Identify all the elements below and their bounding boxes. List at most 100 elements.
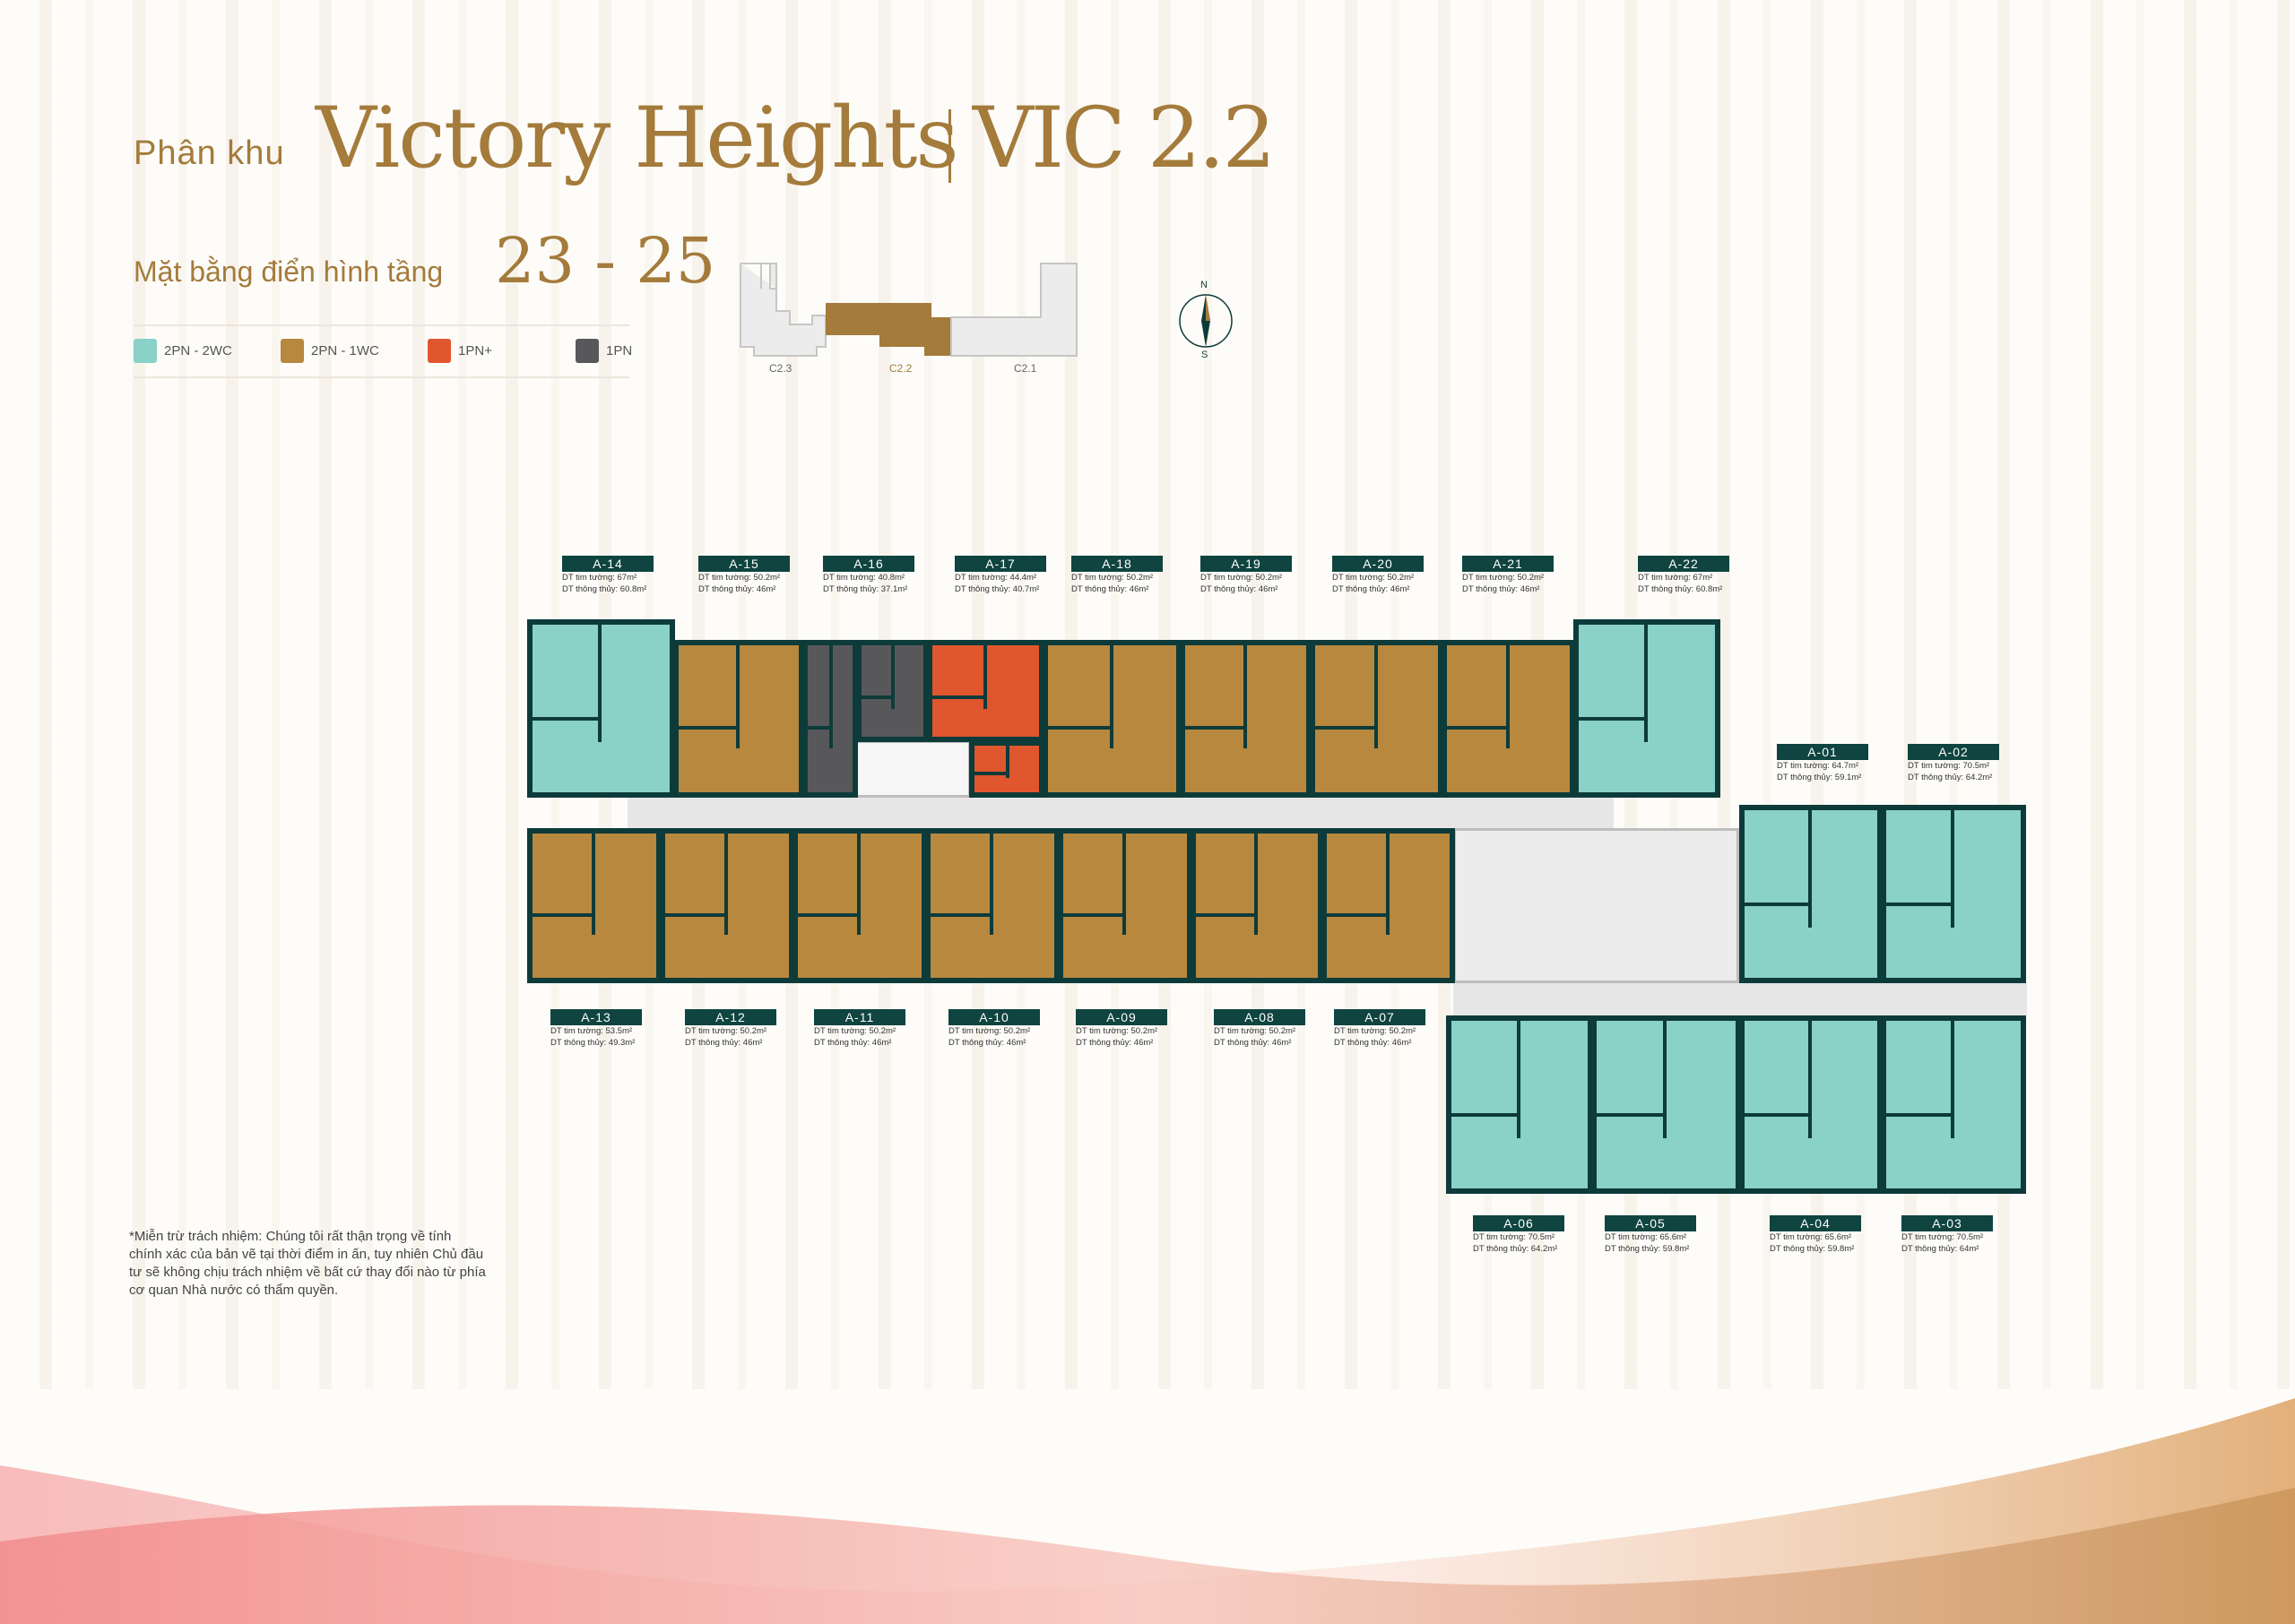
unit-a-12[interactable] [660, 828, 794, 983]
key-plan-c22 [826, 303, 951, 356]
unit-wall-area: DT tim tường: 44.4m² [955, 573, 1037, 583]
unit-a-02[interactable] [1881, 805, 2026, 983]
unit-a-20[interactable] [1310, 640, 1443, 798]
compass-north: N [1200, 280, 1208, 290]
unit-wall-area: DT tim tường: 50.2m² [685, 1026, 767, 1036]
unit-wall-area: DT tim tường: 50.2m² [1334, 1026, 1416, 1036]
unit-id: A-09 [1076, 1009, 1167, 1025]
legend-swatch [428, 339, 451, 363]
unit-id: A-02 [1908, 744, 1999, 760]
unit-clear-area: DT thông thủy: 40.7m² [955, 584, 1040, 594]
unit-a-14[interactable] [527, 619, 675, 798]
unit-id: A-20 [1332, 556, 1424, 572]
unit-wall-area: DT tim tường: 70.5m² [1908, 761, 1990, 771]
legend-item-2pn-1wc: 2PN - 1WC [281, 339, 379, 363]
legend-label: 2PN - 2WC [164, 343, 232, 358]
unit-wall-area: DT tim tường: 50.2m² [1200, 573, 1283, 583]
title-divider [948, 109, 951, 183]
unit-clear-area: DT thông thủy: 46m² [948, 1038, 1026, 1048]
unit-wall-area: DT tim tường: 50.2m² [698, 573, 781, 583]
legend-label: 1PN+ [458, 343, 492, 358]
legend-item-1pn-plus: 1PN+ [428, 339, 492, 363]
unit-a-18[interactable] [1043, 640, 1182, 798]
unit-a-13[interactable] [527, 828, 662, 983]
unit-a-16[interactable] [802, 640, 858, 798]
unit-clear-area: DT thông thủy: 46m² [685, 1038, 763, 1048]
key-plan-c23 [740, 263, 827, 357]
unit-clear-area: DT thông thủy: 46m² [698, 584, 776, 594]
elevator-core [1453, 828, 1739, 983]
legend-swatch [134, 339, 157, 363]
unit-a-16-b[interactable] [856, 640, 929, 742]
key-plan-label-c21: C2.1 [1014, 362, 1037, 375]
unit-a-21[interactable] [1442, 640, 1575, 798]
unit-id: A-21 [1462, 556, 1554, 572]
key-plan-c21 [950, 263, 1078, 357]
unit-clear-area: DT thông thủy: 46m² [1332, 584, 1410, 594]
unit-id: A-18 [1071, 556, 1163, 572]
unit-a-10[interactable] [925, 828, 1060, 983]
unit-a-11[interactable] [792, 828, 927, 983]
unit-a-05[interactable] [1591, 1015, 1741, 1194]
decorative-waves [0, 1398, 2295, 1624]
unit-id: A-14 [562, 556, 654, 572]
unit-a-06[interactable] [1446, 1015, 1593, 1194]
unit-a-19[interactable] [1180, 640, 1312, 798]
unit-wall-area: DT tim tường: 65.6m² [1605, 1232, 1687, 1242]
unit-wall-area: DT tim tường: 50.2m² [1462, 573, 1545, 583]
unit-id: A-06 [1473, 1215, 1564, 1231]
unit-clear-area: DT thông thủy: 49.3m² [550, 1038, 636, 1048]
unit-a-22[interactable] [1573, 619, 1720, 798]
unit-wall-area: DT tim tường: 70.5m² [1901, 1232, 1984, 1242]
legend-label: 2PN - 1WC [311, 343, 379, 358]
unit-clear-area: DT thông thủy: 46m² [1071, 584, 1149, 594]
unit-clear-area: DT thông thủy: 46m² [1462, 584, 1540, 594]
unit-a-08[interactable] [1191, 828, 1323, 983]
unit-a-07[interactable] [1321, 828, 1455, 983]
legend-label: 1PN [606, 343, 633, 358]
unit-clear-area: DT thông thủy: 60.8m² [1638, 584, 1723, 594]
unit-a-04[interactable] [1739, 1015, 1883, 1194]
unit-wall-area: DT tim tường: 70.5m² [1473, 1232, 1555, 1242]
unit-wall-area: DT tim tường: 50.2m² [1071, 573, 1154, 583]
unit-id: A-08 [1214, 1009, 1305, 1025]
unit-a-01[interactable] [1739, 805, 1883, 983]
legend-item-1pn: 1PN [576, 339, 632, 363]
unit-wall-area: DT tim tường: 50.2m² [1076, 1026, 1158, 1036]
unit-a-17[interactable] [927, 640, 1044, 742]
compass: N S [1174, 280, 1237, 362]
unit-a-09[interactable] [1058, 828, 1192, 983]
legend-item-2pn-2wc: 2PN - 2WC [134, 339, 232, 363]
unit-clear-area: DT thông thủy: 46m² [1334, 1038, 1412, 1048]
unit-a-15[interactable] [673, 640, 804, 798]
key-plan [740, 263, 1078, 357]
legend: 2PN - 2WC 2PN - 1WC 1PN+ 1PN [134, 324, 632, 378]
unit-id: A-22 [1638, 556, 1729, 572]
unit-clear-area: DT thông thủy: 46m² [1214, 1038, 1292, 1048]
unit-id: A-10 [948, 1009, 1040, 1025]
wave-front [0, 1488, 2295, 1624]
title-prefix: Phân khu [134, 134, 285, 172]
unit-a-17-b[interactable] [969, 740, 1044, 798]
unit-a-03[interactable] [1881, 1015, 2026, 1194]
unit-id: A-13 [550, 1009, 642, 1025]
unit-wall-area: DT tim tường: 50.2m² [814, 1026, 896, 1036]
unit-clear-area: DT thông thủy: 59.8m² [1770, 1244, 1855, 1254]
legend-swatch [576, 339, 599, 363]
unit-wall-area: DT tim tường: 65.6m² [1770, 1232, 1852, 1242]
unit-clear-area: DT thông thủy: 46m² [814, 1038, 892, 1048]
unit-wall-area: DT tim tường: 50.2m² [1332, 573, 1415, 583]
unit-clear-area: DT thông thủy: 64m² [1901, 1244, 1979, 1254]
corridor-east [1453, 983, 2027, 1015]
